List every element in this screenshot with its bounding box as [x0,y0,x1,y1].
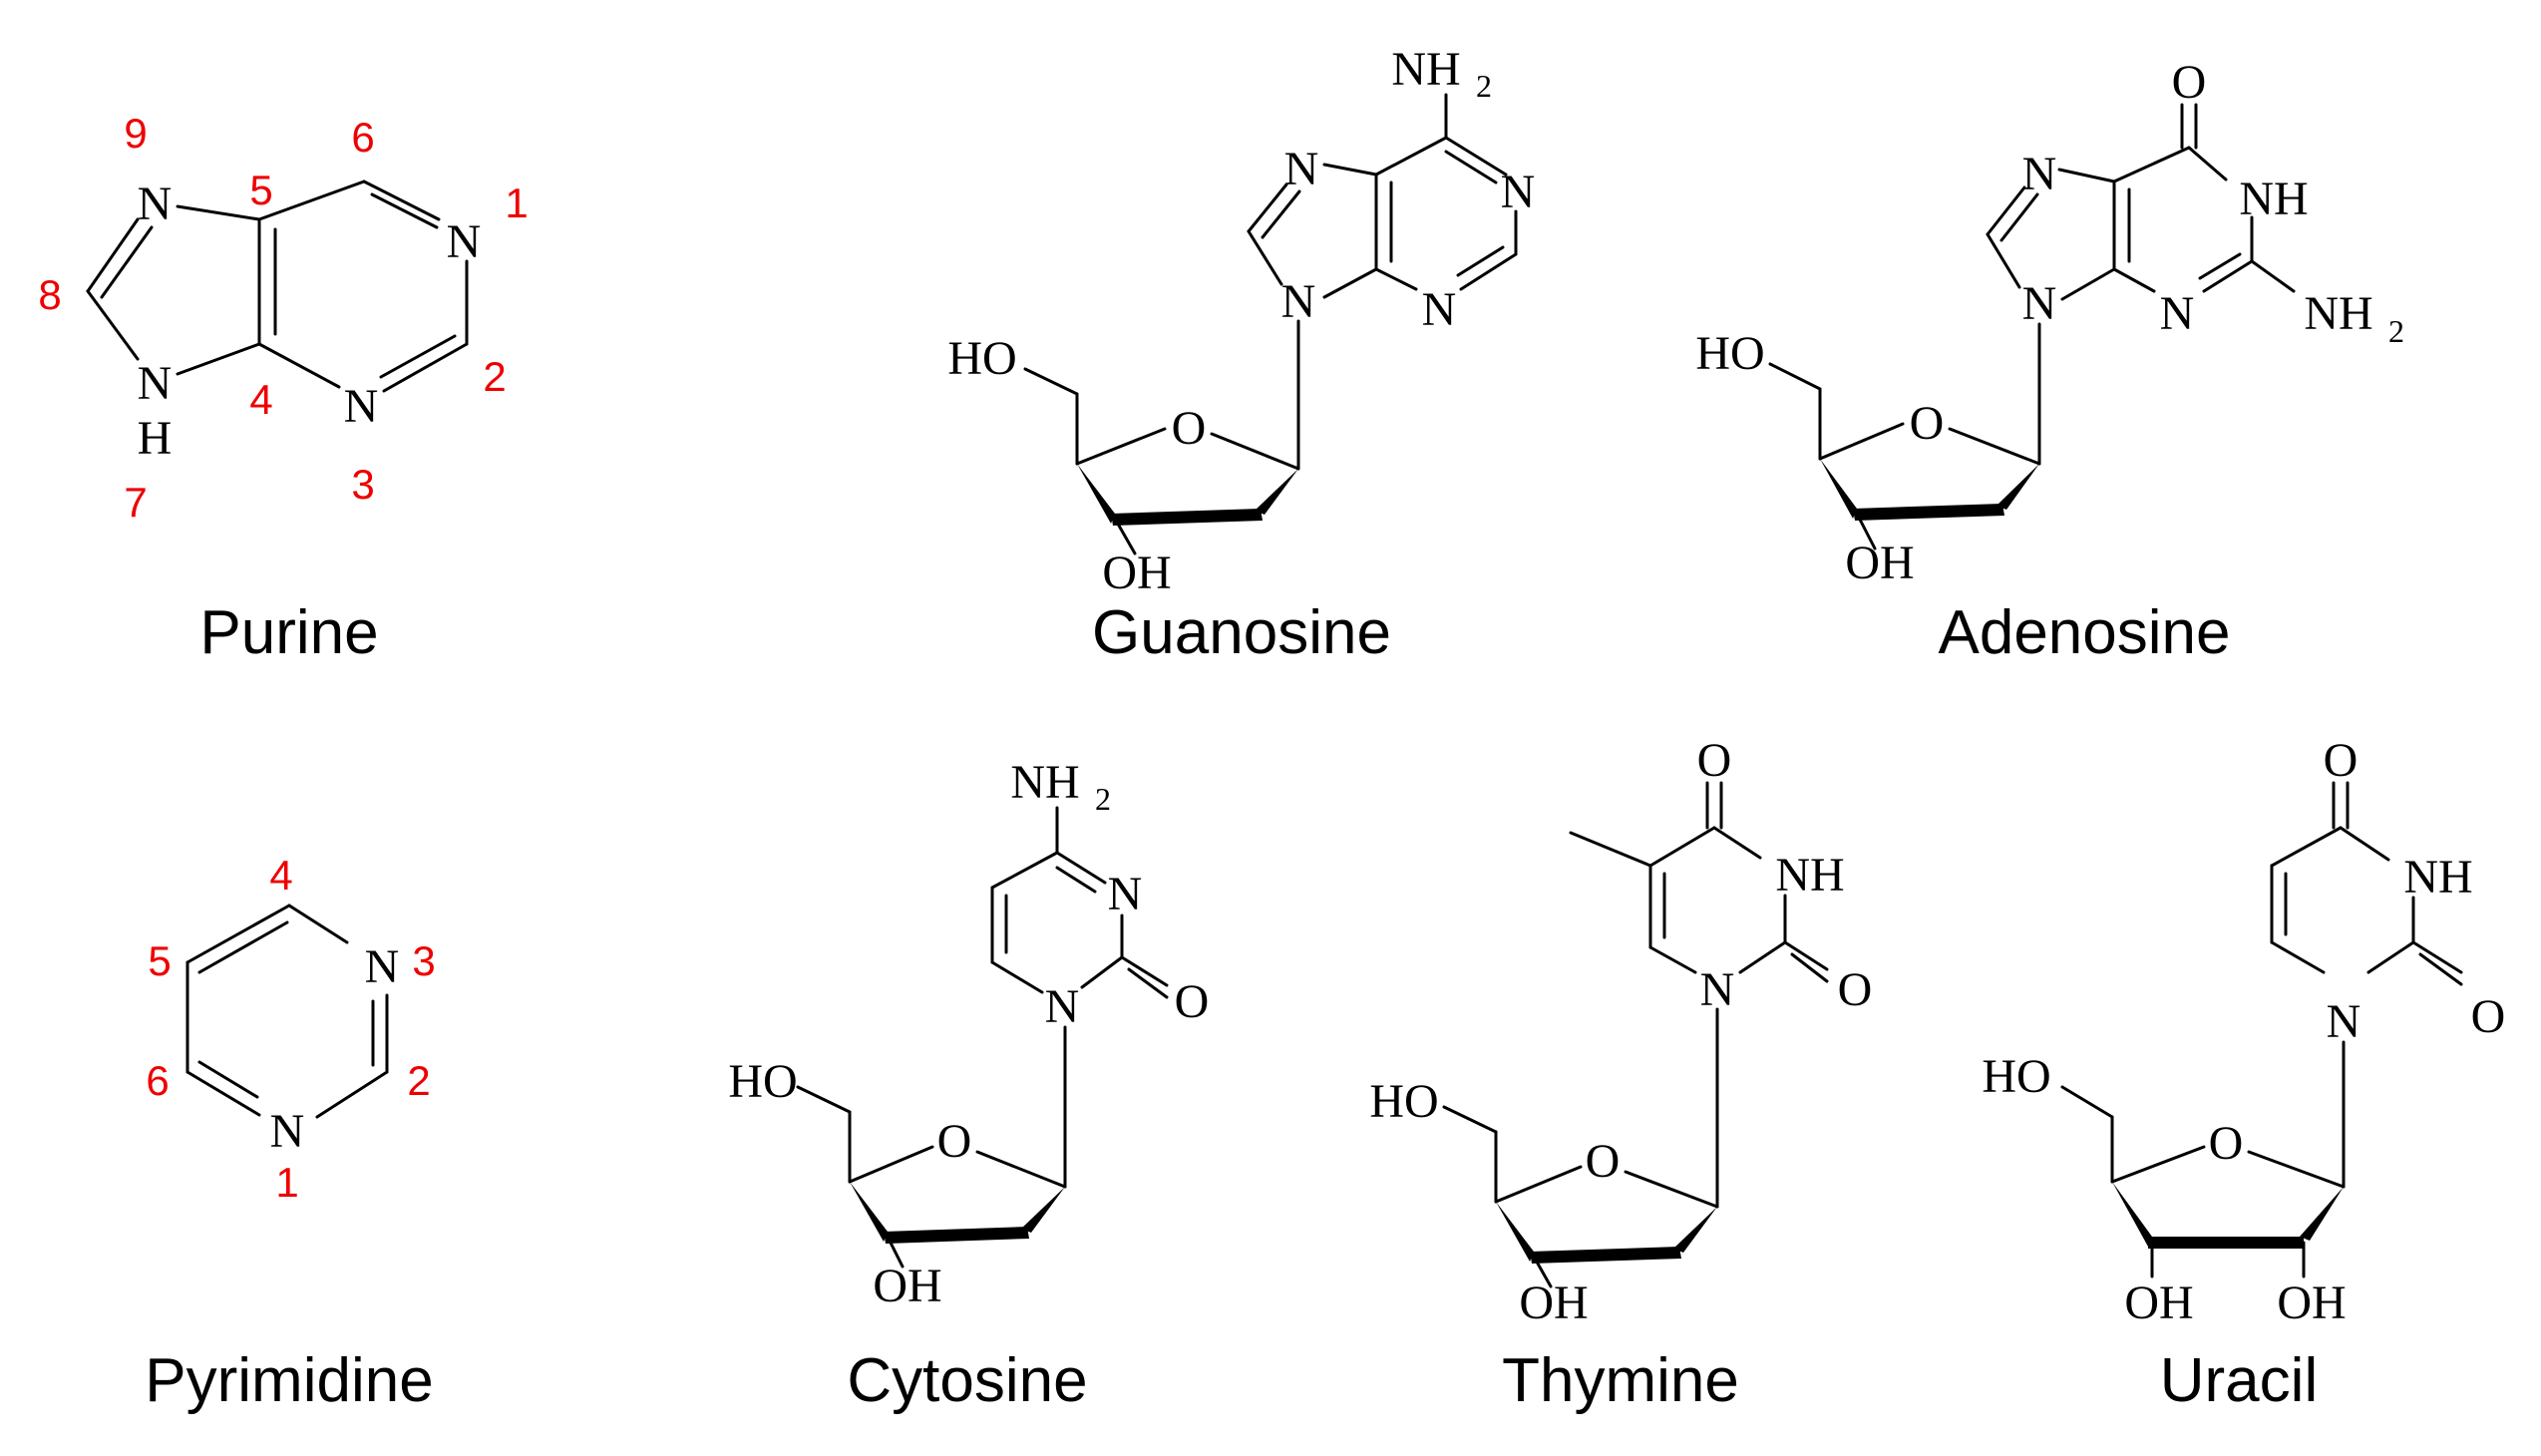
pyrimidine-number-3: 3 [412,937,435,984]
uracil-o4-label: O [2324,734,2359,787]
thymine-structure: O NH N O HO O OH [1369,734,1872,1329]
guanosine-ho-label: HO [947,332,1016,385]
cytosine-n1-label: N [1045,980,1080,1033]
uracil-ho-label: HO [1982,1050,2050,1103]
cytosine-nh2-subscript: 2 [1095,781,1111,817]
thymine-o4-label: O [1697,734,1732,787]
thymine-nh3-label: NH [1775,849,1844,902]
purine-number-2: 2 [483,353,506,400]
adenosine-nh2-subscript: 2 [2388,313,2404,349]
thymine-name: Thymine [1502,1346,1739,1415]
pyrimidine-name: Pyrimidine [145,1346,433,1415]
adenosine-n7-label: N [2022,148,2057,200]
purine-name: Purine [199,598,378,667]
purine-n1-label: N [447,215,482,268]
guanosine-n7-label: N [1284,143,1319,195]
purine-h7-label: H [138,412,173,465]
purine-number-6: 6 [351,114,374,161]
pyrimidine-number-5: 5 [148,937,171,984]
purine-n7-label: N [138,357,173,410]
guanosine-n9-label: N [1281,275,1316,328]
uracil-o2-label: O [2471,990,2506,1043]
guanosine-oh-label: OH [1102,546,1171,599]
pyrimidine-n1-label: N [270,1105,305,1158]
purine-number-7: 7 [124,479,147,526]
guanosine-nh2-label: NH [1391,43,1460,96]
cytosine-nh2-label: NH [1010,756,1079,809]
uracil-oh2-label: OH [2277,1276,2346,1329]
adenosine-ring-o-label: O [1910,397,1945,450]
cytosine-ring-o-label: O [937,1115,972,1168]
guanosine-ring-o-label: O [1172,402,1207,455]
purine-number-8: 8 [38,271,61,318]
pyrimidine-number-6: 6 [146,1057,169,1104]
adenosine-n3-label: N [2160,287,2195,340]
cytosine-o2-label: O [1175,975,1210,1028]
pyrimidine-number-2: 2 [407,1057,430,1104]
thymine-oh-label: OH [1519,1276,1588,1329]
purine-n3-label: N [344,380,379,433]
purine-structure: N N N N H 1 2 3 4 5 6 7 8 9 [38,110,528,526]
cytosine-name: Cytosine [847,1346,1087,1415]
purine-n9-label: N [138,178,173,230]
guanosine-structure: NH 2 N N N N HO O OH [947,43,1535,599]
purine-number-5: 5 [249,167,272,213]
adenosine-oh-label: OH [1845,537,1914,589]
adenosine-nh1-label: NH [2239,173,2308,225]
uracil-oh3-label: OH [2124,1276,2193,1329]
guanosine-name: Guanosine [1092,598,1391,667]
uracil-nh3-label: NH [2403,851,2472,904]
purine-number-4: 4 [249,376,272,423]
thymine-ring-o-label: O [1586,1135,1621,1188]
adenosine-n9-label: N [2022,277,2057,330]
adenosine-nh2-label: NH [2304,287,2372,340]
thymine-ho-label: HO [1369,1075,1438,1128]
adenosine-o6-label: O [2172,56,2207,109]
adenosine-ho-label: HO [1695,327,1764,380]
guanosine-n1-label: N [1501,166,1536,218]
uracil-n1-label: N [2327,995,2361,1048]
uracil-ring-o-label: O [2209,1117,2244,1170]
cytosine-oh-label: OH [873,1260,941,1312]
pyrimidine-n3-label: N [365,940,400,993]
guanosine-nh2-subscript: 2 [1476,68,1492,104]
pyrimidine-structure: N N 1 2 3 4 5 6 [146,852,435,1206]
purine-number-3: 3 [351,461,374,508]
purine-number-9: 9 [124,110,147,157]
thymine-o2-label: O [1838,963,1873,1016]
adenosine-name: Adenosine [1938,598,2230,667]
thymine-n1-label: N [1700,963,1735,1016]
cytosine-n3-label: N [1108,868,1143,920]
pyrimidine-number-1: 1 [275,1159,298,1206]
uracil-structure: O NH N O HO O OH OH [1982,734,2505,1329]
cytosine-ho-label: HO [728,1055,797,1108]
purine-number-1: 1 [505,180,528,226]
pyrimidine-number-4: 4 [269,852,292,899]
adenosine-structure: O NH N N N NH 2 HO O OH [1695,56,2404,589]
cytosine-structure: NH 2 N N O HO O OH [728,756,1209,1312]
uracil-name: Uracil [2160,1346,2318,1415]
guanosine-n3-label: N [1422,283,1457,336]
